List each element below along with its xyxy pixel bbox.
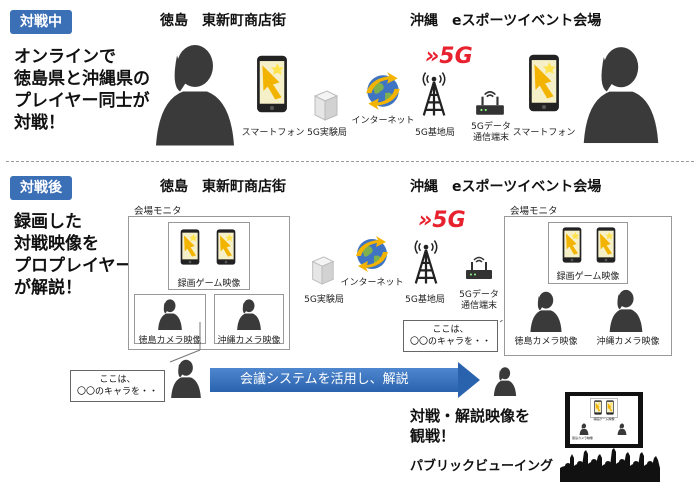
smartphone-left-label: スマートフォン [241, 128, 305, 138]
internet-label-after: インターネット [340, 278, 404, 288]
thumb-phone-2-icon [606, 400, 614, 415]
cam-tokushima-person-right-icon [524, 290, 568, 332]
terminal-label: 5Gデータ 通信端末 [471, 122, 511, 143]
cam-okinawa-label-right: 沖縄カメラ映像 [596, 337, 660, 347]
public-viewing-label: パブリックビューイング [410, 459, 554, 474]
commentator-tokushima-icon [166, 358, 206, 398]
recorded-game-label: 録画ゲーム映像 [177, 279, 241, 289]
cam-okinawa-person-right-icon [604, 288, 648, 332]
station-cube-icon-after [308, 254, 336, 286]
status-badge-playing: 対戦中 [10, 10, 72, 34]
conference-arrow-head [458, 362, 480, 398]
thumb-phone-1-icon [594, 400, 602, 415]
cam-tokushima-label: 徳島カメラ映像 [138, 336, 202, 346]
speech-bubble-okinawa: ここは、 〇〇のキャラを・・ [403, 320, 499, 352]
cam-okinawa-label: 沖縄カメラ映像 [217, 336, 281, 346]
public-viewing-text: 対戦・解説映像を 観戦！ [410, 407, 531, 445]
thumb-person-2-icon [616, 423, 628, 435]
base-tower-icon [420, 70, 448, 118]
location-okinawa-after: 沖縄 eスポーツイベント会場 [410, 179, 602, 195]
router-icon-after [464, 252, 494, 282]
internet-globe-icon [362, 70, 404, 112]
player-tokushima-icon [150, 38, 240, 148]
base-tower-icon-after [412, 238, 440, 286]
rec-phone-1-icon [180, 228, 200, 266]
station-cube-icon [310, 88, 340, 122]
monitor-left-label: 会場モニタ [134, 206, 182, 217]
monitor-right-label: 会場モニタ [510, 206, 558, 217]
smartphone-right-icon [528, 52, 560, 114]
thumb-person-1-icon [578, 423, 590, 435]
smartphone-right-label: スマートフォン [512, 128, 576, 138]
terminal-label-after: 5Gデータ 通信端末 [459, 290, 499, 311]
location-tokushima: 徳島 東新町商店街 [160, 13, 286, 29]
recorded-game-label-right: 録画ゲーム映像 [556, 272, 620, 282]
player-okinawa-icon [578, 40, 664, 146]
commentator-okinawa-icon [490, 366, 520, 396]
status-badge-after: 対戦後 [10, 176, 72, 200]
thumb-rec-frame [590, 398, 618, 418]
station-label: 5G実験局 [307, 128, 347, 138]
connector-lines [169, 320, 504, 363]
base-label: 5G基地局 [415, 128, 455, 138]
bottom-headline: 録画した 対戦映像を プロプレイヤー が解説！ [14, 212, 133, 298]
smartphone-left-icon [256, 54, 288, 114]
crowd-silhouette-icon [560, 448, 660, 482]
location-okinawa: 沖縄 eスポーツイベント会場 [410, 13, 602, 29]
station-label-after: 5G実験局 [304, 295, 344, 305]
fiveg-mark-bottom: »5G [418, 208, 466, 233]
rec-phone-3-icon [562, 226, 582, 264]
cam-tokushima-label-right: 徳島カメラ映像 [514, 337, 578, 347]
section-divider [6, 161, 694, 162]
speech-bubble-tokushima: ここは、 〇〇のキャラを・・ [70, 370, 166, 402]
thumb-cam-label: 徳島カメラ映像 [572, 436, 594, 440]
internet-label: インターネット [351, 116, 415, 126]
router-icon [474, 86, 506, 118]
rec-phone-4-icon [596, 226, 616, 264]
location-tokushima-after: 徳島 東新町商店街 [160, 179, 286, 195]
top-headline: オンラインで 徳島県と沖縄県の プレイヤー同士が 対戦！ [14, 47, 150, 133]
conference-arrow: 会議システムを活用し、解説 [210, 368, 458, 392]
base-label-after: 5G基地局 [405, 295, 445, 305]
internet-globe-icon-after [352, 234, 392, 274]
rec-phone-2-icon [216, 228, 236, 266]
public-screen-content [570, 396, 638, 444]
fiveg-mark-top: »5G [425, 44, 473, 69]
thumb-rec-label: 録画ゲーム映像 [593, 417, 615, 421]
